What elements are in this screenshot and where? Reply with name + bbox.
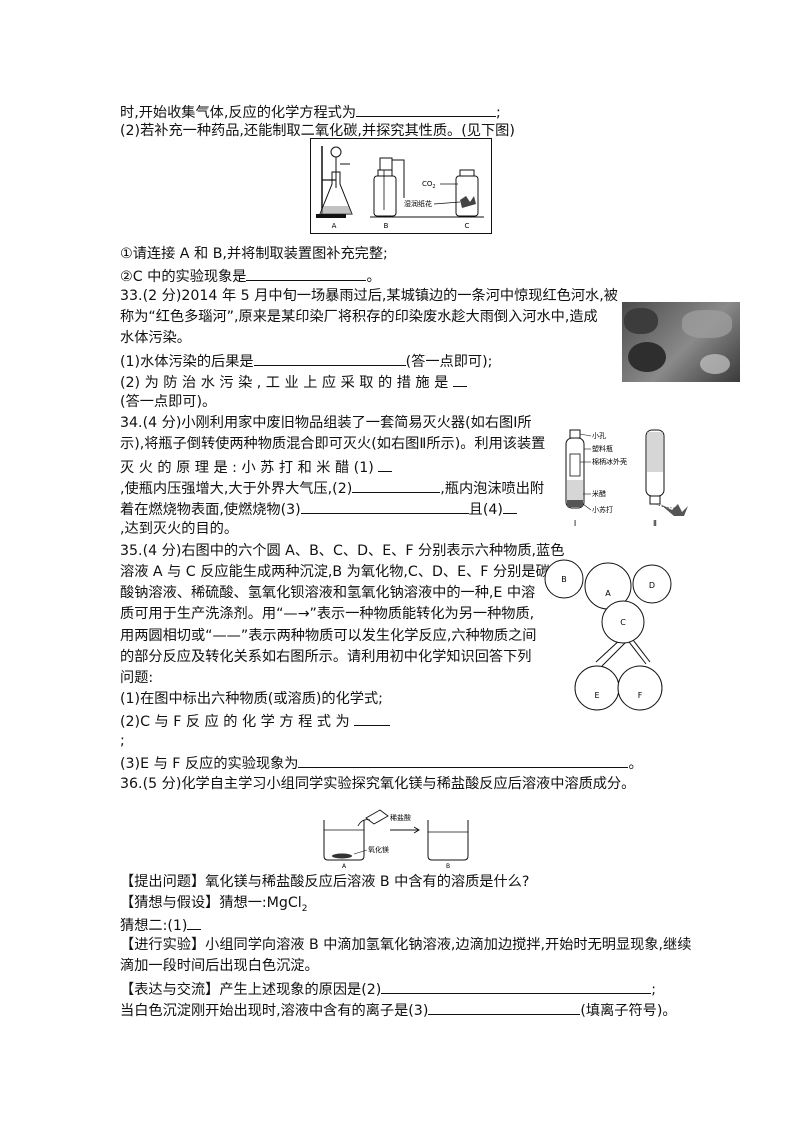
answer-blank[interactable] bbox=[298, 752, 629, 768]
svg-text:B: B bbox=[561, 575, 567, 584]
svg-text:C: C bbox=[465, 222, 470, 230]
svg-text:小孔: 小孔 bbox=[592, 431, 606, 440]
fire-icon bbox=[660, 504, 688, 516]
text-line: (答一点即可)。 bbox=[120, 394, 217, 410]
funnel-icon bbox=[330, 146, 342, 158]
svg-text:B: B bbox=[384, 222, 389, 230]
text-line: (2)若补充一种药品,还能制取二氧化碳,并探究其性质。(见下图) bbox=[120, 123, 515, 139]
svg-text:A: A bbox=[605, 589, 611, 598]
question-36: 36.(5 分)化学自主学习小组同学实验探究氧化镁与稀盐酸反应后溶液中溶质成分。 bbox=[120, 776, 636, 792]
stand-base bbox=[316, 214, 346, 218]
text-line: 酸钠溶液、稀硫酸、氢氧化钡溶液和氢氧化钠溶液中的一种,E 中溶 bbox=[120, 585, 536, 601]
text-line: 滴加一段时间后出现白色沉淀。 bbox=[120, 958, 319, 974]
svg-text:稀盐酸: 稀盐酸 bbox=[390, 813, 411, 822]
circle-relation-diagram: B A D C E F bbox=[544, 559, 672, 711]
text-line: 用两圆相切或“——”表示两种物质可以发生化学反应,六种物质之间 bbox=[120, 628, 537, 644]
answer-blank[interactable] bbox=[352, 477, 441, 493]
dropper-icon bbox=[365, 809, 389, 825]
text-line: ,达到灭火的目的。 bbox=[120, 521, 239, 537]
paper-flower-icon bbox=[460, 196, 476, 208]
text-line: 称为“红色多瑙河”,原来是某印染厂将积存的印染废水趁大雨倒入河水中,造成 bbox=[120, 309, 598, 325]
extinguisher-figure: 小孔 塑料瓶 棉柄冰外壳 米醋 小苏打 Ⅰ Ⅱ bbox=[565, 429, 688, 528]
text-line: 的部分反应及转化关系如右图所示。请利用初中化学知识回答下列 bbox=[120, 649, 532, 665]
answer-blank[interactable] bbox=[502, 498, 517, 514]
beaker-a-icon bbox=[323, 820, 365, 861]
svg-text:F: F bbox=[638, 691, 643, 700]
red-river-photo bbox=[622, 302, 740, 382]
answer-blank[interactable] bbox=[300, 498, 469, 514]
text-line: (1)在图中标出六种物质(或溶质)的化学式; bbox=[120, 691, 383, 707]
question-35: 35.(4 分)右图中的六个圆 A、B、C、D、E、F 分别表示六种物质,蓝色 bbox=[120, 543, 565, 559]
svg-text:Ⅱ: Ⅱ bbox=[653, 519, 657, 528]
text-line: 【提出问题】氧化镁与稀盐酸反应后溶液 B 中含有的溶质是什么? bbox=[120, 874, 530, 890]
text-line: 示),将瓶子倒转使两种物质混合即可灭火(如右图Ⅱ所示)。利用该装置 bbox=[120, 436, 546, 452]
svg-text:E: E bbox=[594, 691, 599, 700]
circle-e bbox=[574, 665, 620, 711]
answer-blank[interactable] bbox=[187, 914, 202, 930]
svg-text:C: C bbox=[620, 618, 626, 627]
text-line: 【猜想与假设】猜想一:MgCl2 bbox=[120, 895, 308, 914]
text-line: 着在燃烧物表面,使燃烧物(3)且(4) bbox=[120, 498, 517, 520]
circle-f bbox=[617, 665, 663, 711]
text-line: (2) 为 防 治 水 污 染 , 工 业 上 应 采 取 的 措 施 是 bbox=[120, 371, 467, 393]
answer-blank[interactable] bbox=[381, 978, 652, 994]
circle-c bbox=[601, 600, 645, 644]
apparatus-figure: A B CO2 湿润纸花 C bbox=[310, 138, 492, 234]
text-line: (3)E 与 F 反应的实验现象为。 bbox=[120, 752, 643, 774]
answer-blank[interactable] bbox=[378, 456, 393, 472]
svg-text:Ⅰ: Ⅰ bbox=[574, 519, 576, 528]
text-line: 【进行实验】小组同学向溶液 B 中滴加氢氧化钠溶液,边滴加边搅拌,开始时无明显现… bbox=[120, 937, 692, 953]
answer-blank[interactable] bbox=[246, 265, 367, 281]
circle-b bbox=[544, 559, 584, 599]
text-line: 【表达与交流】产生上述现象的原因是(2); bbox=[120, 978, 656, 1000]
question-34: 34.(4 分)小刚利用家中废旧物品组装了一套简易灭火器(如右图Ⅰ所 bbox=[120, 415, 532, 431]
question-33: 33.(2 分)2014 年 5 月中旬一场暴雨过后,某城镇边的一条河中惊现红色… bbox=[120, 288, 618, 304]
svg-text:D: D bbox=[649, 581, 655, 590]
svg-text:米醋: 米醋 bbox=[592, 489, 606, 498]
svg-text:B: B bbox=[446, 863, 450, 868]
beaker-b-icon bbox=[427, 820, 469, 861]
svg-text:氧化镁: 氧化镁 bbox=[368, 845, 389, 854]
answer-blank[interactable] bbox=[354, 710, 391, 726]
text-line: ; bbox=[120, 733, 125, 749]
answer-blank[interactable] bbox=[452, 371, 467, 387]
text-line: 灭 火 的 原 理 是 : 小 苏 打 和 米 醋 (1) bbox=[120, 456, 393, 478]
text-line: (2)C 与 F 反 应 的 化 学 方 程 式 为 bbox=[120, 710, 391, 732]
svg-text:棉柄冰外壳: 棉柄冰外壳 bbox=[592, 457, 627, 466]
text-line: 猜想二:(1) bbox=[120, 914, 202, 936]
svg-text:塑料瓶: 塑料瓶 bbox=[592, 444, 613, 453]
text-line: ②C 中的实验现象是。 bbox=[120, 265, 381, 287]
text-line: 溶液 A 与 C 反应能生成两种沉淀,B 为氧化物,C、D、E、F 分别是碳 bbox=[120, 564, 550, 580]
svg-text:CO2: CO2 bbox=[422, 180, 436, 190]
text-line: ,使瓶内压强增大,大于外界大气压,(2),瓶内泡沫喷出附 bbox=[120, 477, 544, 499]
gas-bottle-icon bbox=[373, 175, 397, 217]
jar-icon bbox=[455, 175, 479, 217]
svg-text:A: A bbox=[332, 222, 337, 230]
beaker-figure: 稀盐酸 氧化镁 A B bbox=[323, 809, 469, 868]
svg-text:湿润纸花: 湿润纸花 bbox=[404, 199, 432, 208]
text-line: ①请连接 A 和 B,并将制取装置图补充完整; bbox=[120, 246, 388, 262]
text-line: 时,开始收集气体,反应的化学方程式为; bbox=[120, 101, 501, 123]
svg-text:小苏打: 小苏打 bbox=[592, 505, 613, 514]
text-line: 质可用于生产洗涤剂。用“—→”表示一种物质能转化为另一种物质, bbox=[120, 606, 535, 622]
text-line: 问题: bbox=[120, 670, 154, 686]
arrow-icon bbox=[413, 826, 420, 834]
answer-blank[interactable] bbox=[428, 999, 581, 1015]
text-line: 水体污染。 bbox=[120, 330, 191, 346]
answer-blank[interactable] bbox=[253, 350, 406, 366]
circle-d bbox=[632, 564, 672, 604]
text-line: (1)水体污染的后果是(答一点即可); bbox=[120, 350, 492, 372]
svg-text:A: A bbox=[342, 863, 347, 868]
answer-blank[interactable] bbox=[356, 101, 497, 117]
text-line: 当白色沉淀刚开始出现时,溶液中含有的离子是(3)(填离子符号)。 bbox=[120, 999, 677, 1021]
